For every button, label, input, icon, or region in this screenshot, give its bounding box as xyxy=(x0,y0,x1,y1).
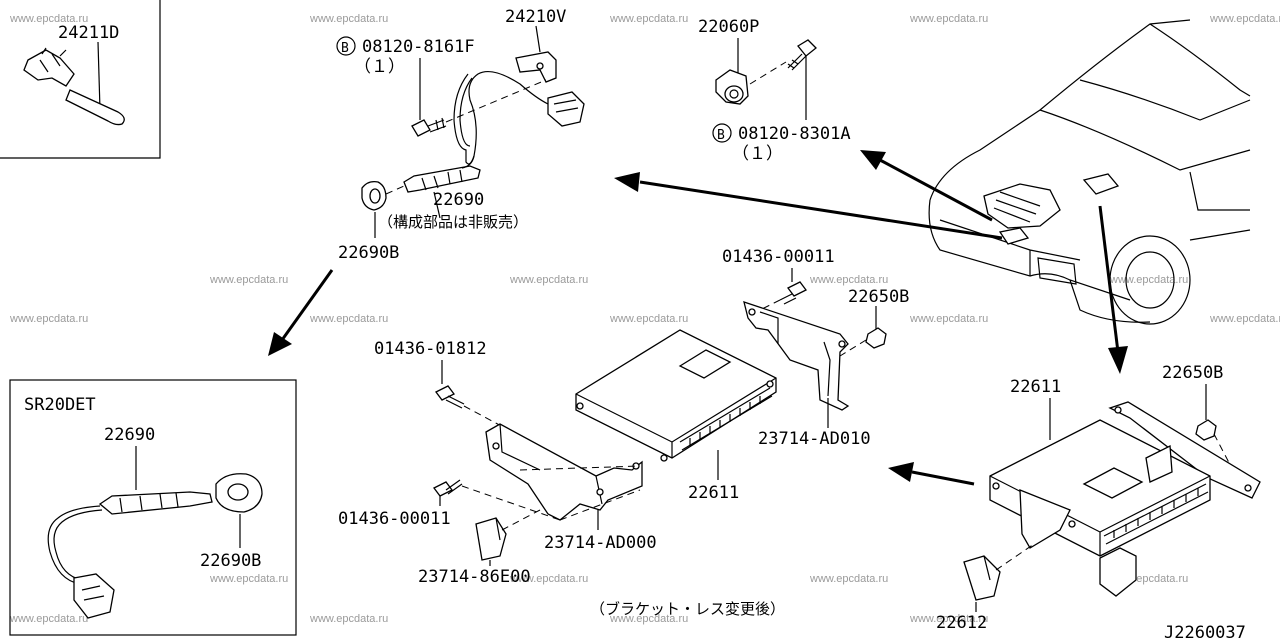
bolt-8161F xyxy=(411,117,447,137)
ecu-22611-right xyxy=(989,401,1261,597)
watermark: www.epcdata.ru xyxy=(209,573,288,585)
bolt-symbol-8301A: B xyxy=(712,123,732,143)
part-label-01436-00011-bot: 01436-00011 xyxy=(338,509,451,529)
clip-22612 xyxy=(963,555,1001,601)
knock-sensor-assembly: 22060P B 08120-8301A （１） xyxy=(698,17,851,164)
watermark: www.epcdata.ru xyxy=(809,274,888,286)
engine-bay-module xyxy=(983,183,1061,245)
diagram-code: J2260037 xyxy=(1164,623,1246,640)
inset-clip: 24211D xyxy=(0,0,161,159)
wire-clip-part xyxy=(23,47,125,126)
note-after-bracket-change: （ブラケット・レス変更後） xyxy=(590,600,785,618)
watermark: www.epcdata.ru xyxy=(609,613,688,625)
ecu-assembly-mid: 01436-00011 22650B xyxy=(338,247,909,587)
nut-22650B-right xyxy=(1195,419,1217,441)
bolt-01436-00011-top xyxy=(779,281,807,305)
clip-23714-86E00 xyxy=(475,517,507,561)
ecu-22611-mid xyxy=(575,329,777,462)
watermark: www.epcdata.ru xyxy=(9,13,88,25)
part-label-22611-right: 22611 xyxy=(1010,377,1061,397)
knock-sensor-22060P xyxy=(715,69,749,105)
part-label-08120-8301A: 08120-8301A xyxy=(738,124,851,144)
nut-22650B-mid xyxy=(865,327,887,349)
inset-sr20det: SR20DET 22690 22690B xyxy=(9,379,297,636)
part-label-22612: 22612 xyxy=(936,613,987,633)
watermark: www.epcdata.ru xyxy=(909,313,988,325)
part-label-23714-AD000: 23714-AD000 xyxy=(544,533,657,553)
part-label-08120-8161F: 08120-8161F xyxy=(362,37,475,57)
part-label-22690B: 22690B xyxy=(338,243,399,263)
part-label-22690: 22690 xyxy=(433,190,484,210)
part-label-22690B-inset: 22690B xyxy=(200,551,261,571)
watermark: www.epcdata.ru xyxy=(509,573,588,585)
oxygen-sensor-inset xyxy=(47,491,213,619)
nut-inset xyxy=(215,473,263,513)
bolt-symbol-letter: B xyxy=(341,41,349,56)
watermark: www.epcdata.ru xyxy=(909,613,988,625)
watermark: www.epcdata.ru xyxy=(309,313,388,325)
ecu-location-box xyxy=(1082,173,1120,195)
sensor-bracket-24210V xyxy=(515,51,557,83)
part-label-22650B-mid: 22650B xyxy=(848,287,909,307)
part-label-01436-01812: 01436-01812 xyxy=(374,339,487,359)
watermark: www.epcdata.ru xyxy=(909,13,988,25)
qty-label-8161F: （１） xyxy=(354,57,405,77)
part-label-23714-AD010: 23714-AD010 xyxy=(758,429,871,449)
bolt-symbol-letter: B xyxy=(717,128,725,143)
part-label-22650B-right: 22650B xyxy=(1162,363,1223,383)
watermark: www.epcdata.ru xyxy=(309,613,388,625)
ecu-bracket-23714-AD000 xyxy=(485,423,643,521)
watermark: www.epcdata.ru xyxy=(1109,274,1188,286)
arrow-car-to-sensor xyxy=(614,172,1003,240)
arrow-car-to-knock-sensor xyxy=(860,150,993,222)
part-label-01436-00011-top: 01436-00011 xyxy=(722,247,835,267)
bolt-symbol-8161F: B xyxy=(336,36,356,56)
oxygen-sensor-22690 xyxy=(403,165,481,193)
sensor-connector xyxy=(547,91,585,127)
watermark: www.epcdata.ru xyxy=(809,573,888,585)
ecu-assembly-right: 22611 22650B 2261 xyxy=(936,363,1261,633)
watermark: www.epcdata.ru xyxy=(9,613,88,625)
note-not-sold-separately: （構成部品は非販売） xyxy=(378,213,528,231)
watermark: www.epcdata.ru xyxy=(209,274,288,286)
part-label-24210V: 24210V xyxy=(505,7,566,27)
watermark: www.epcdata.ru xyxy=(309,13,388,25)
bolt-8301A xyxy=(787,39,817,71)
watermark: www.epcdata.ru xyxy=(1209,13,1280,25)
sensor-assembly: 24210V B 08120-8161F （１） xyxy=(336,7,585,263)
part-label-23714-86E00: 23714-86E00 xyxy=(418,567,531,587)
part-label-22060P: 22060P xyxy=(698,17,759,37)
watermark: www.epcdata.ru xyxy=(9,313,88,325)
watermark: www.epcdata.ru xyxy=(609,313,688,325)
arrow-car-to-ecu xyxy=(1098,205,1128,374)
bolt-01436-01812 xyxy=(435,385,465,409)
qty-label-8301A: （１） xyxy=(732,144,783,164)
watermark: www.epcdata.ru xyxy=(609,13,688,25)
nut-22690B xyxy=(361,180,387,211)
watermark: www.epcdata.ru xyxy=(1209,313,1280,325)
arrow-ecu-right-to-mid xyxy=(888,462,975,486)
part-label-22611-mid: 22611 xyxy=(688,483,739,503)
part-label-22690-inset: 22690 xyxy=(104,425,155,445)
engine-label: SR20DET xyxy=(24,395,96,415)
part-label-24211D: 24211D xyxy=(58,23,119,43)
ecu-bracket-23714-AD010 xyxy=(743,301,850,411)
arrow-to-inset xyxy=(268,269,334,356)
vehicle-front-view xyxy=(928,19,1251,325)
bolt-01436-00011-bot xyxy=(433,479,463,497)
watermark: www.epcdata.ru xyxy=(509,274,588,286)
